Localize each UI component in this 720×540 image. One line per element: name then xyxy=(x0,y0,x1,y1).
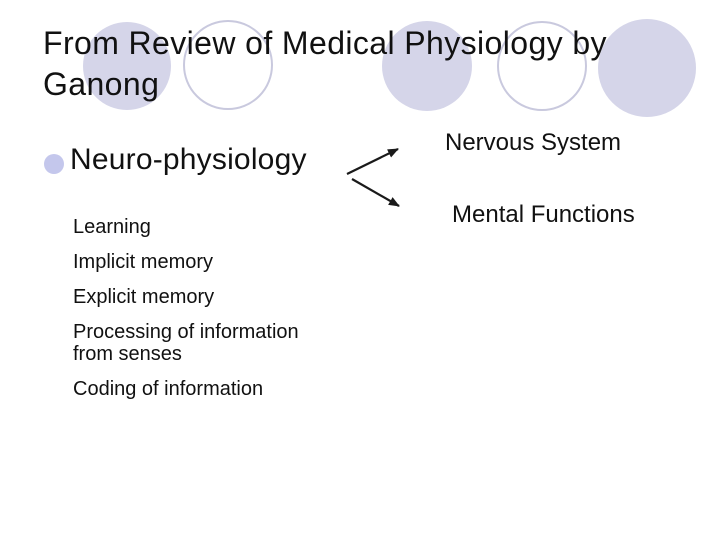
main-bullet-item: Neuro-physiology xyxy=(44,140,307,180)
list-item: Implicit memory xyxy=(73,251,214,273)
main-bullet-label: Neuro-physiology xyxy=(70,143,307,176)
filled-circle-bullet-icon xyxy=(44,153,64,174)
diagram-node-mental-functions: Mental Functions xyxy=(452,201,635,228)
list-item: Explicit memory xyxy=(73,286,215,308)
decorative-filled-circle xyxy=(83,22,171,110)
diagram-node-nervous-system: Nervous System xyxy=(445,129,622,156)
branch-arrows xyxy=(346,148,400,207)
arrow-right-down-icon xyxy=(351,178,400,207)
decorative-filled-circle xyxy=(382,21,472,111)
list-item: Processing of information from senses xyxy=(73,321,299,365)
list-item: Coding of information xyxy=(73,378,264,400)
decorative-outline-circle xyxy=(497,21,587,111)
arrow-right-up-icon xyxy=(346,148,399,175)
decorative-filled-circle xyxy=(598,19,696,117)
decorative-outline-circle xyxy=(183,20,273,110)
sub-topic-list: Learning Implicit memory Explicit memory… xyxy=(73,216,321,413)
slide-title: From Review of Medical Physiology by Gan… xyxy=(43,25,607,102)
list-item: Learning xyxy=(73,216,151,238)
